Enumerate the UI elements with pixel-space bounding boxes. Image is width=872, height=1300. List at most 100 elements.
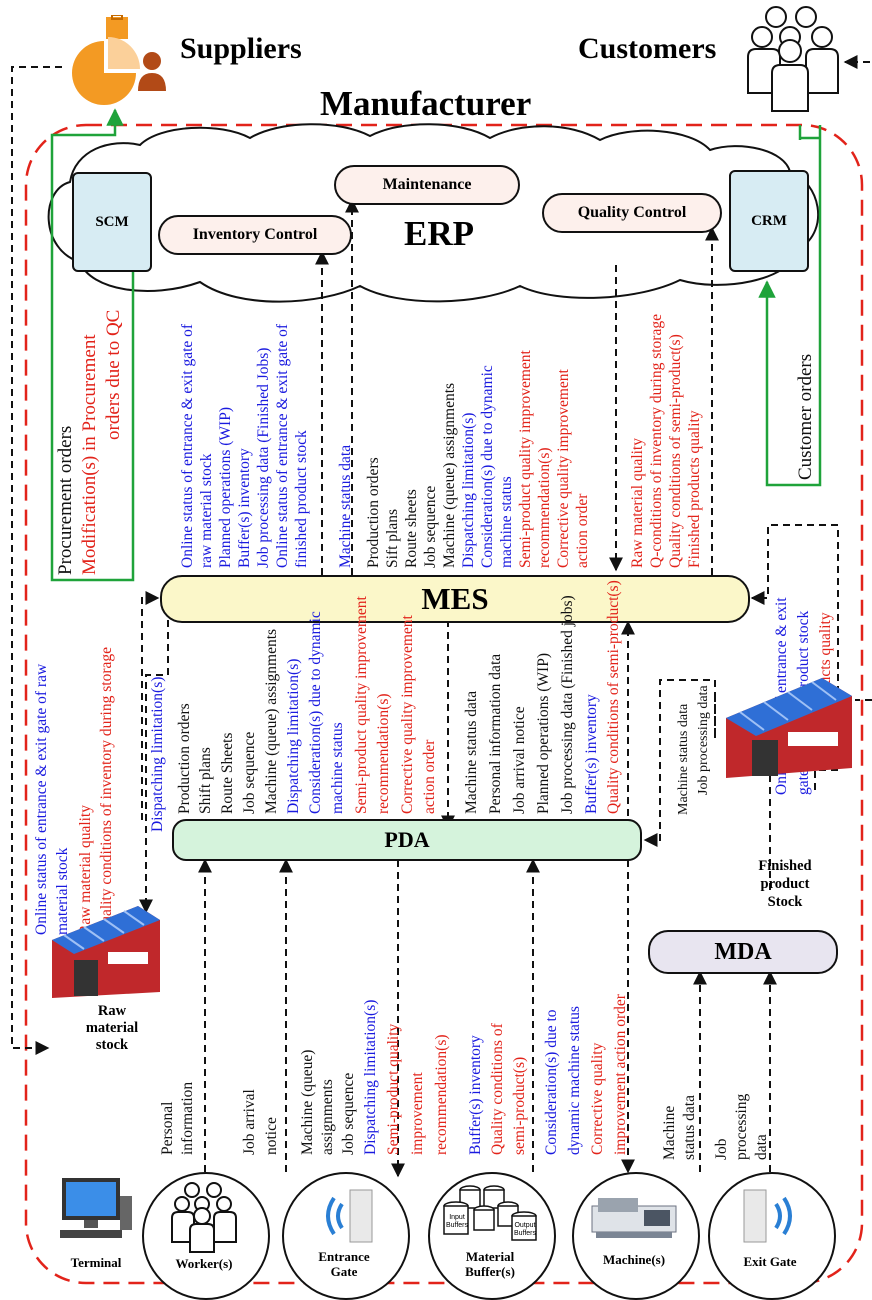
entrance-gate-icon — [326, 1189, 373, 1243]
qc-note-4: Finished products quality — [686, 410, 703, 568]
erp-down-6: Dispatching limitation(s) — [460, 412, 477, 568]
customers-label: Customers — [578, 32, 717, 65]
qc-note-1: Raw material quality — [629, 438, 646, 568]
mda-up-1: Machine status data — [676, 703, 691, 815]
arrival-note-2: notice — [263, 1117, 280, 1155]
scm-box[interactable]: SCM — [72, 172, 152, 272]
gate-note-3: Job sequence — [340, 1072, 357, 1155]
mes-down-10: recommendation(s) — [375, 693, 392, 814]
raw-warehouse-icon — [52, 906, 160, 998]
inv-note-1: Online status of entrance & exit gate of — [179, 323, 196, 568]
erp-down-11: Corrective quality improvement — [555, 369, 572, 568]
manufacturer-title: Manufacturer — [320, 84, 532, 123]
machine-note-3: Corrective quality — [589, 1042, 606, 1155]
gate-note-6: improvement — [409, 1072, 426, 1155]
pda-bar[interactable]: PDA — [172, 819, 642, 861]
worker-note-1: Personal — [159, 1101, 176, 1155]
scm-note-2: Modification(s) in Procurement — [79, 334, 100, 575]
inventory-control-pill[interactable]: Inventory Control — [158, 215, 352, 255]
pda-up-2: Personal information data — [487, 653, 504, 814]
buffer-note-1: Buffer(s) inventory — [467, 1035, 484, 1155]
jobproc-note-2: processing — [733, 1093, 750, 1160]
finished-stock-label-3: Stock — [767, 894, 803, 910]
gate-note-2: assignments — [319, 1079, 336, 1155]
output-buffers-label-1: Output — [514, 1222, 536, 1229]
finished-warehouse-icon — [726, 678, 852, 778]
pda-up-5: Job processing data (Finished jobs) — [559, 595, 576, 814]
raw-stock-label-3: stock — [95, 1037, 129, 1053]
exit-gate-label: Exit Gate — [743, 1254, 797, 1269]
machine-note-1: Consideration(s) due to — [543, 1009, 560, 1155]
qc-note-2: Q-conditions of inventory during storage — [648, 314, 665, 568]
maintenance-pill[interactable]: Maintenance — [334, 165, 520, 205]
suppliers-icon — [72, 15, 166, 105]
machine-note-2: dynamic machine status — [566, 1006, 583, 1155]
buffer-note-3: semi-product(s) — [511, 1056, 528, 1155]
customers-icon — [747, 6, 839, 112]
scm-note-3: orders due to QC — [103, 309, 124, 440]
erp-label: ERP — [404, 214, 474, 253]
mes-down-8: machine status — [329, 722, 346, 814]
entrance-gate-label-2: Gate — [330, 1264, 358, 1279]
erp-down-12: action order — [574, 493, 591, 568]
gate-note-7: recommendation(s) — [433, 1034, 450, 1155]
mes-down-2: Shift plans — [197, 747, 214, 814]
mda-up-2: Job processing data — [696, 685, 711, 795]
quality-control-pill[interactable]: Quality Control — [542, 193, 722, 233]
machines-label: Machine(s) — [602, 1252, 666, 1267]
jobproc-note-1: Job — [713, 1138, 730, 1160]
inv-note-7: finished product stock — [293, 430, 310, 568]
finished-stock-label-1: Finished — [758, 858, 812, 874]
workers-icon — [171, 1182, 237, 1253]
gate-note-5: Semi-product quality — [385, 1023, 402, 1155]
rm-note-1: Online status of entrance & exit gate of… — [33, 663, 50, 935]
arrival-note-1: Job arrival — [241, 1089, 258, 1155]
mes-down-12: action order — [421, 739, 438, 814]
rm-note-4: Quality conditions of inventory during s… — [98, 647, 115, 935]
machine-note-4: improvement action order — [612, 994, 629, 1155]
raw-stock-label-1: Raw — [97, 1003, 127, 1019]
erp-down-8: machine status — [498, 476, 515, 568]
entrance-gate-label-1: Entrance — [318, 1249, 370, 1264]
erp-down-3: Route sheets — [403, 489, 420, 568]
inv-note-3: Planned operations (WIP) — [217, 407, 234, 568]
finished-stock-label-2: product — [760, 876, 810, 892]
input-buffers-label-2: Buffers — [445, 1222, 469, 1229]
terminal-label: Terminal — [70, 1255, 122, 1270]
mes-down-7: Consideration(s) due to dynamic — [307, 611, 324, 814]
pda-up-7: Quality conditions of semi-product(s) — [605, 580, 622, 814]
machine-icon — [591, 1198, 677, 1238]
crm-box[interactable]: CRM — [729, 170, 809, 272]
mes-down-4: Job sequence — [241, 731, 258, 814]
mda-bar[interactable]: MDA — [648, 930, 838, 974]
customer-orders-note: Customer orders — [795, 353, 816, 480]
mes-down-5: Machine (queue) assignments — [263, 628, 280, 814]
raw-stock-label-2: material — [85, 1020, 139, 1036]
gate-note-1: Machine (queue) — [299, 1049, 316, 1155]
gate-note-4: Dispatching limitation(s) — [362, 999, 379, 1155]
buffer-note-2: Quality conditions of — [489, 1023, 506, 1155]
erp-down-7: Consideration(s) due to dynamic — [479, 365, 496, 568]
material-buffers-label-2: Buffer(s) — [465, 1264, 515, 1279]
qc-note-3: Quality conditions of semi-product(s) — [667, 334, 684, 568]
suppliers-label: Suppliers — [180, 32, 302, 65]
entrance-gate-node[interactable] — [282, 1172, 410, 1300]
mes-down-9: Semi-product quality improvement — [353, 596, 370, 814]
exit-gate-icon — [743, 1189, 792, 1243]
inv-note-2: raw material stock — [198, 453, 215, 568]
erp-down-1: Production orders — [365, 457, 382, 568]
pda-up-1: Machine status data — [463, 690, 480, 814]
exit-gate-node[interactable] — [708, 1172, 836, 1300]
maint-note: Machine status data — [337, 444, 354, 568]
pda-up-4: Planned operations (WIP) — [535, 653, 552, 814]
inv-note-5: Job processing data (Finished Jobs) — [255, 347, 272, 568]
jobproc-note-3: data — [753, 1134, 770, 1160]
erp-down-10: recommendation(s) — [536, 447, 553, 568]
erp-down-9: Semi-product quality improvement — [517, 350, 534, 568]
mstatus-note-2: status data — [681, 1095, 698, 1160]
mes-bar[interactable]: MES — [160, 575, 750, 623]
pda-up-3: Job arrival notice — [511, 706, 528, 814]
mstatus-note-1: Machine — [661, 1105, 678, 1160]
dispatching-note: Dispatching limitation(s) — [149, 676, 166, 832]
